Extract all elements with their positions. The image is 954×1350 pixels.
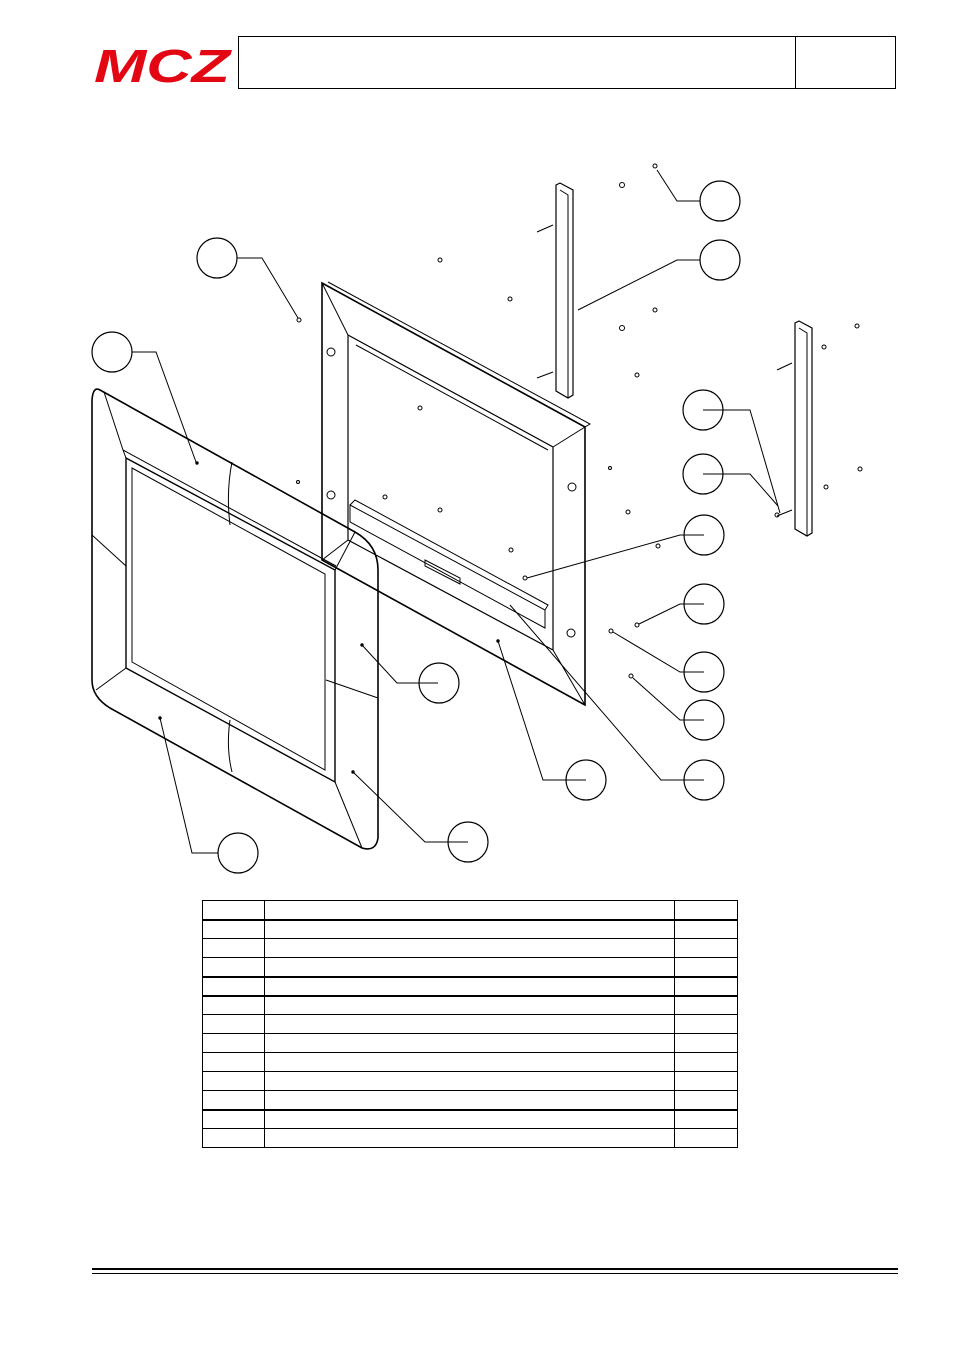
callout-3 bbox=[196, 237, 238, 279]
table-row bbox=[202, 995, 738, 1015]
column-header bbox=[674, 900, 738, 921]
table-row bbox=[202, 938, 738, 958]
callout-5 bbox=[682, 389, 724, 431]
table-row bbox=[202, 957, 738, 978]
table-cell bbox=[674, 1090, 738, 1111]
table-row bbox=[202, 1052, 738, 1072]
table-cell bbox=[202, 1033, 265, 1053]
table-cell bbox=[674, 976, 738, 997]
callout-14 bbox=[447, 821, 489, 863]
column-header bbox=[264, 900, 675, 921]
table-cell bbox=[202, 1128, 265, 1148]
table-cell bbox=[674, 938, 738, 958]
table-cell bbox=[674, 1128, 738, 1148]
table-cell bbox=[264, 1052, 675, 1072]
table-cell bbox=[264, 957, 675, 978]
table-cell bbox=[674, 995, 738, 1015]
table-cell bbox=[674, 919, 738, 939]
table-row bbox=[202, 1128, 738, 1148]
callout-12 bbox=[565, 759, 607, 801]
table-row bbox=[202, 919, 738, 939]
table-cell bbox=[264, 1090, 675, 1111]
table-cell bbox=[674, 1071, 738, 1091]
callout-9 bbox=[683, 651, 725, 693]
table-cell bbox=[264, 976, 675, 997]
footer-divider-thin bbox=[92, 1273, 898, 1274]
callout-13 bbox=[683, 759, 725, 801]
callout-4 bbox=[91, 331, 133, 373]
table-cell bbox=[202, 1071, 265, 1091]
table-cell bbox=[202, 1052, 265, 1072]
table-row bbox=[202, 1071, 738, 1091]
table-cell bbox=[202, 1014, 265, 1034]
callout-11 bbox=[418, 662, 460, 704]
table-row bbox=[202, 1090, 738, 1111]
front-frame-cladding bbox=[91, 388, 379, 850]
table-cell bbox=[202, 919, 265, 939]
leader-lines bbox=[132, 169, 781, 854]
column-header bbox=[202, 900, 265, 921]
table-cell bbox=[202, 938, 265, 958]
table-cell bbox=[264, 1014, 675, 1034]
table-cell bbox=[202, 995, 265, 1015]
table-cell bbox=[674, 1033, 738, 1053]
table-cell bbox=[264, 1109, 675, 1129]
table-cell bbox=[674, 1014, 738, 1034]
callout-15 bbox=[217, 832, 259, 874]
table-cell bbox=[202, 1090, 265, 1111]
callout-8 bbox=[683, 583, 725, 625]
callout-7 bbox=[683, 514, 725, 556]
table-cell bbox=[202, 957, 265, 978]
svg-text:MCZ: MCZ bbox=[94, 44, 233, 86]
exploded-view-drawing bbox=[91, 163, 863, 874]
hardware bbox=[296, 163, 863, 679]
page-number bbox=[796, 37, 895, 88]
callout-1 bbox=[699, 180, 741, 222]
table-cell bbox=[674, 957, 738, 978]
header-box bbox=[238, 36, 896, 89]
callout-6 bbox=[682, 453, 724, 495]
mcz-logo: MCZ bbox=[94, 44, 233, 86]
table-cell bbox=[674, 1109, 738, 1129]
table-cell bbox=[264, 938, 675, 958]
callout-10 bbox=[683, 699, 725, 741]
table-row bbox=[202, 1033, 738, 1053]
table-header-row bbox=[202, 900, 738, 921]
footer-divider bbox=[92, 1268, 898, 1270]
table-cell bbox=[264, 995, 675, 1015]
left-vertical-bracket bbox=[536, 182, 574, 399]
document-title bbox=[239, 37, 796, 88]
inner-mounting-frame bbox=[321, 257, 592, 707]
table-cell bbox=[264, 1033, 675, 1053]
parts-list-table bbox=[202, 900, 738, 1148]
table-cell bbox=[264, 919, 675, 939]
table-cell bbox=[264, 1071, 675, 1091]
table-cell bbox=[264, 1128, 675, 1148]
right-vertical-bracket bbox=[776, 320, 813, 537]
table-row bbox=[202, 1109, 738, 1129]
table-row bbox=[202, 1014, 738, 1034]
table-cell bbox=[202, 1109, 265, 1129]
table-row bbox=[202, 976, 738, 997]
table-cell bbox=[202, 976, 265, 997]
table-cell bbox=[674, 1052, 738, 1072]
callout-2 bbox=[699, 239, 741, 281]
